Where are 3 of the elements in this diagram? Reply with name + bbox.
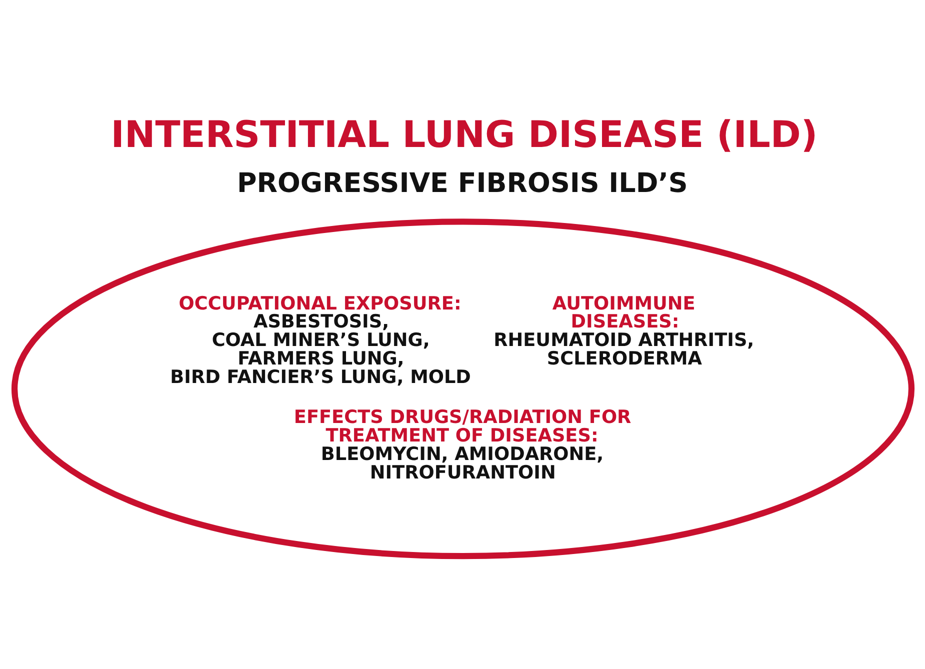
node-ellipse: OCCUPATIONAL EXPOSURE: ASBESTOSIS, COAL MINER’S LUNG, FARMERS LUNG, BIRD FANCIER’S LUNG, MOLD AUTOIMMUNE DISEASES: RHEUMATOID ARTHRITIS, SCLERODERMA EFFECTS DRUGS/RADIATION FOR TREATMENT OF DISEASES: BLEOMYCIN, AMIODARONE, NITROFURANTOIN [10, 218, 914, 559]
diagram-title: INTERSTITIAL LUNG DISEASE (ILD) [110, 112, 818, 156]
label: PROGRESSIVE FIBROSIS ILD’S [236, 167, 688, 198]
